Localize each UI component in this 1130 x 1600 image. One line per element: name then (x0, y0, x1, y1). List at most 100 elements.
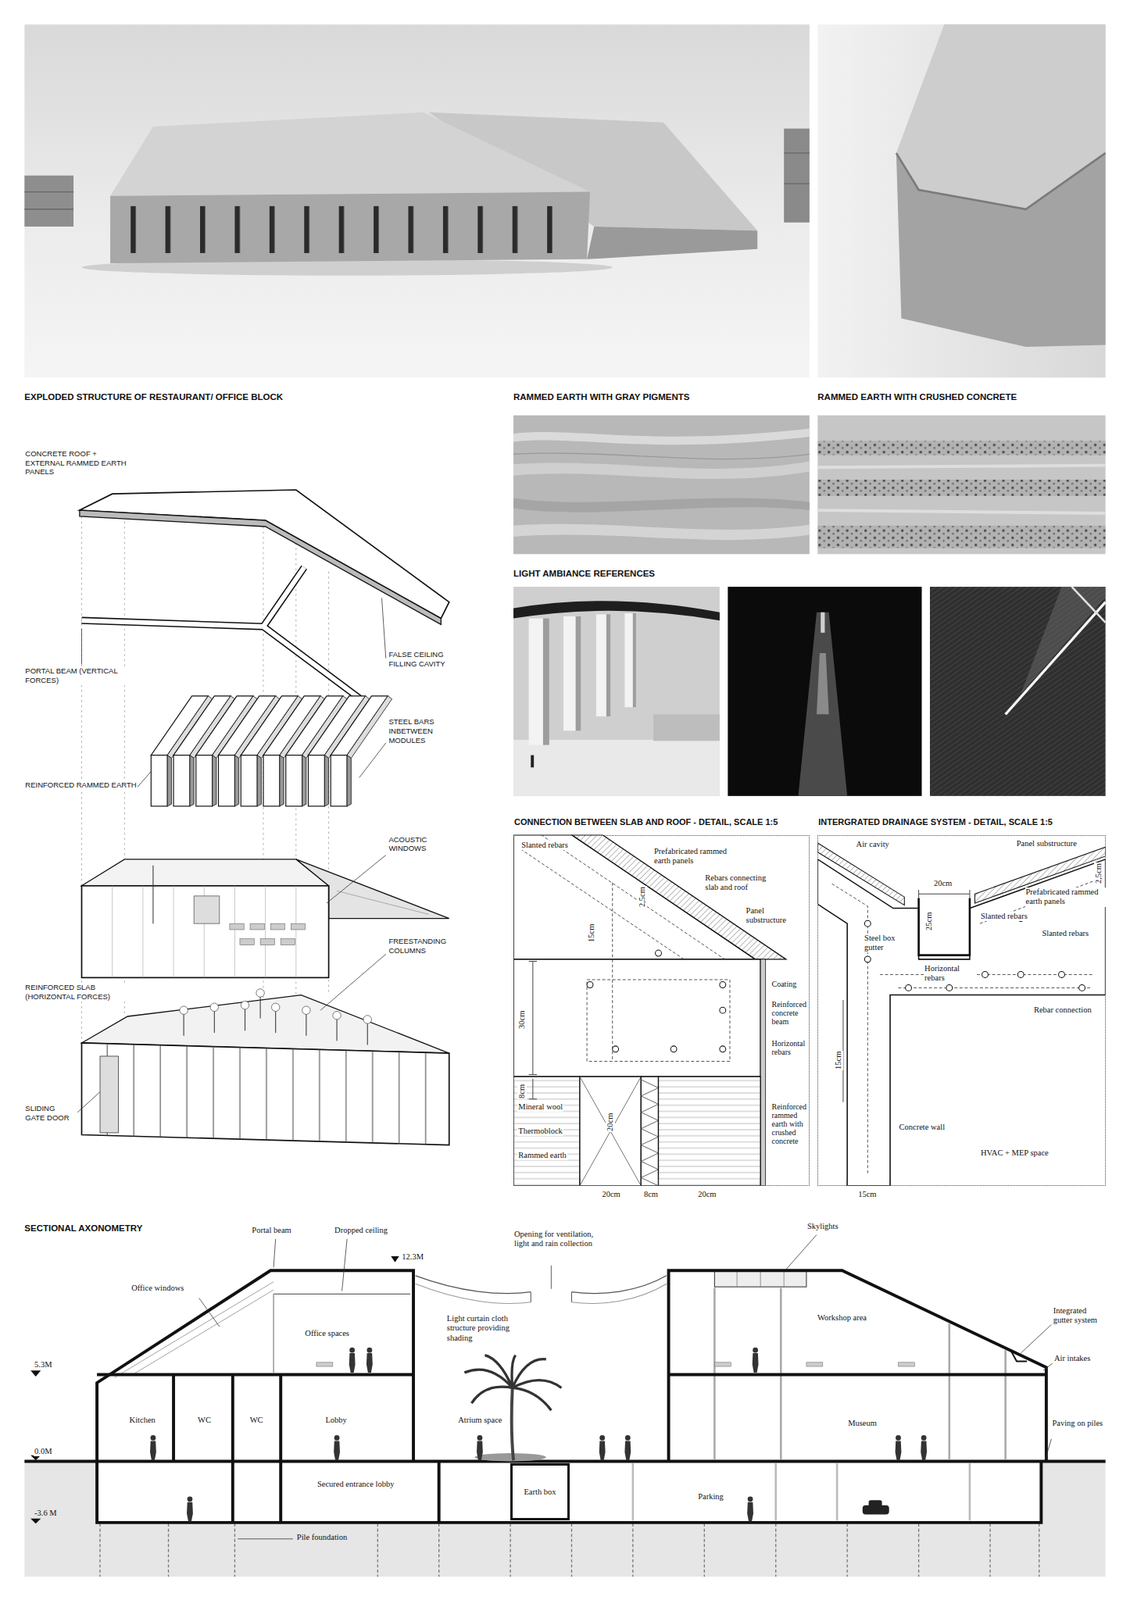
sectional-axonometry (632, 1463, 970, 1521)
construction-detail (832, 883, 869, 1174)
exploded-axonometry (229, 923, 306, 945)
annotation: Horizontal rebars (923, 964, 977, 984)
sectional-axonometry (273, 1294, 411, 1295)
reference-photo (543, 618, 550, 746)
dimension-label: 15cm (833, 1051, 844, 1071)
model-photo (783, 182, 810, 184)
model-photo (110, 192, 591, 264)
dimension-label: 20cm (605, 1112, 616, 1132)
reference-photo (816, 653, 830, 715)
model-photo (24, 24, 809, 378)
construction-detail (513, 959, 761, 1077)
person-figure (186, 1496, 194, 1522)
section-heading: LIGHT AMBIANCE REFERENCES (513, 568, 655, 580)
reference-photo (513, 600, 720, 621)
construction-detail (843, 890, 970, 1187)
detail-heading: CONNECTION BETWEEN SLAB AND ROOF - DETAI… (514, 817, 778, 827)
model-photo (586, 226, 758, 260)
construction-detail (529, 1074, 537, 1076)
sectional-axonometry (836, 1463, 839, 1521)
annotation: Lobby (324, 1416, 347, 1426)
sectional-axonometry (377, 1523, 379, 1577)
annotation: Parking (697, 1492, 725, 1502)
exploded-axonometry (81, 1043, 449, 1146)
sectional-axonometry (24, 1235, 1105, 1578)
sectional-axonometry (847, 1523, 848, 1577)
construction-detail (864, 920, 871, 927)
dimension-label: 30cm (517, 1010, 527, 1030)
reference-photo (624, 613, 633, 708)
reference-photo (797, 612, 848, 797)
model-photo (817, 24, 1105, 378)
sectional-axonometry (668, 1270, 1047, 1462)
leader-line (1020, 1324, 1052, 1354)
palm-tree (474, 1453, 546, 1462)
person-figure (366, 1348, 373, 1374)
annotation: -3.6 M (33, 1509, 58, 1519)
sectional-axonometry (100, 1523, 1040, 1577)
exploded-axonometry (256, 989, 265, 1020)
texture-sample (513, 497, 810, 512)
construction-detail (946, 985, 953, 992)
leader-line (786, 1235, 817, 1270)
sectional-axonometry (989, 1523, 991, 1577)
section-heading: SECTIONAL AXONOMETRY (24, 1223, 143, 1234)
sectional-axonometry (24, 1270, 1105, 1524)
exploded-axonometry (81, 886, 329, 979)
construction-detail (919, 893, 970, 895)
callout-label: CONCRETE ROOF + EXTERNAL RAMMED EARTH PA… (24, 449, 136, 478)
annotation: Panel substructure (745, 906, 798, 926)
model-photo (24, 175, 74, 227)
person-figure (920, 1435, 927, 1461)
leader-line (1043, 1363, 1053, 1371)
annotation: Thermoblock (517, 1126, 564, 1137)
annotation: Prefabricated rammed earth panels (1025, 887, 1107, 907)
sectional-axonometry (96, 1462, 1041, 1524)
reference-photo (575, 616, 582, 731)
exploded-axonometry (290, 923, 305, 930)
exploded-axonometry (142, 886, 144, 979)
annotation: Rammed earth (517, 1151, 568, 1161)
annotation: Rebars connecting slab and roof (704, 873, 769, 893)
sectional-axonometry (316, 1362, 915, 1367)
exploded-axonometry (112, 886, 297, 979)
section-heading: EXPLODED STRUCTURE OF RESTAURANT/ OFFICE… (24, 392, 283, 403)
construction-detail (513, 834, 756, 959)
annotation: Integrated gutter system (1052, 1306, 1108, 1326)
sectional-axonometry (1010, 1350, 1027, 1362)
dimension-label: 15cm (586, 923, 597, 944)
annotation: Air intakes (1053, 1354, 1091, 1364)
reference-photo (596, 614, 607, 717)
person-figure (624, 1435, 631, 1461)
exploded-axonometry (363, 1015, 372, 1046)
sectional-axonometry (632, 1523, 633, 1577)
construction-detail (905, 985, 912, 992)
texture-sample (817, 510, 1105, 514)
annotation: Reinforced concrete beam (772, 1000, 809, 1027)
texture-sample (817, 479, 1105, 497)
construction-detail (529, 961, 537, 962)
exploded-axonometry (229, 923, 244, 930)
annotation: Slanted rebars (979, 911, 1029, 922)
car-symbol (862, 1500, 890, 1515)
leader-line (237, 1538, 294, 1540)
callout-label: SLIDING GATE DOOR (24, 1104, 77, 1123)
sectional-axonometry (918, 1523, 920, 1577)
exploded-axonometry (100, 1056, 119, 1134)
annotation: 20cm (600, 1190, 621, 1200)
exploded-axonometry (260, 939, 275, 946)
model-photo (896, 153, 1106, 347)
dimension-label: 25cm (924, 911, 934, 931)
person-figure (476, 1435, 483, 1461)
sectional-axonometry (704, 1523, 705, 1577)
reference-photo (727, 586, 922, 797)
exploded-axonometry (239, 939, 254, 946)
reference-photo (563, 616, 576, 731)
exploded-axonometry (79, 510, 441, 625)
construction-detail (670, 1046, 677, 1053)
annotation: Light curtain cloth structure providing … (446, 1314, 535, 1343)
sectional-axonometry (24, 1462, 1105, 1578)
dimension-label: 8cm (517, 1083, 527, 1100)
exploded-axonometry (270, 923, 285, 930)
exploded-axonometry (77, 489, 449, 1146)
